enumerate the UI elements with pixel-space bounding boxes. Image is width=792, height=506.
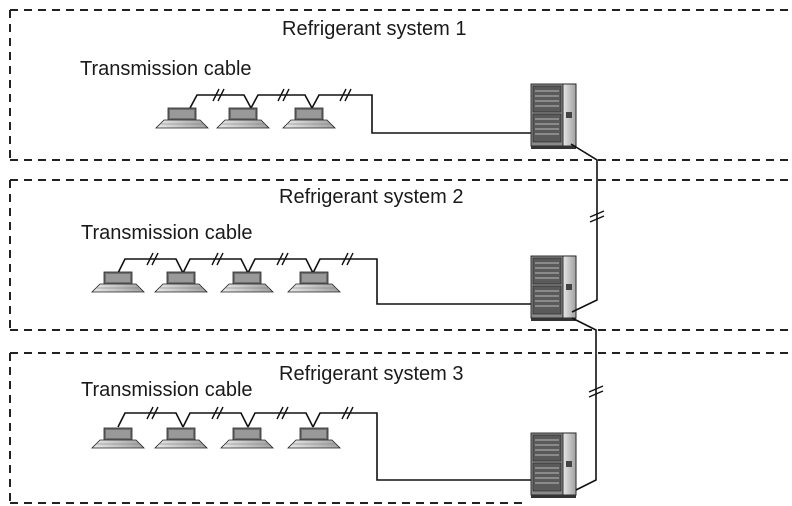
refrigerant-system-1 (9, 9, 788, 161)
refrigerant-system-3 (9, 352, 788, 504)
system-2-indoor-unit-2 (154, 271, 208, 293)
system-2-indoor-unit-3 (220, 271, 274, 293)
system-3-indoor-unit-1 (91, 427, 145, 449)
system-1-title: Refrigerant system 1 (282, 18, 467, 40)
system-1-outdoor-unit (530, 83, 577, 150)
system-1-cable-label: Transmission cable (80, 58, 252, 80)
system-1-cable-break-marks (212, 88, 352, 102)
inter-system-transmission-wiring (570, 143, 605, 491)
link-cable-break-marks (588, 210, 605, 398)
system-3-cable-label: Transmission cable (81, 379, 253, 401)
system-3-indoor-unit-3 (220, 427, 274, 449)
outdoor-link-cable-1-2 (570, 143, 598, 313)
system-3-cable-break-marks (146, 406, 354, 420)
system-1-indoor-unit-1 (155, 107, 209, 129)
system-2-indoor-unit-1 (91, 271, 145, 293)
refrigerant-system-2 (9, 179, 788, 331)
system-2-boundary (9, 179, 788, 331)
system-3-indoor-unit-2 (154, 427, 208, 449)
system-2-title: Refrigerant system 2 (279, 186, 464, 208)
system-3-boundary (9, 352, 788, 504)
system-2-cable-label: Transmission cable (81, 222, 253, 244)
system-2-outdoor-unit (530, 255, 577, 322)
outdoor-link-cable-2-3 (571, 317, 597, 491)
system-2-cable-break-marks (146, 252, 354, 266)
system-3-outdoor-unit (530, 432, 577, 499)
system-3-indoor-unit-4 (287, 427, 341, 449)
system-1-indoor-unit-3 (282, 107, 336, 129)
system-2-indoor-unit-4 (287, 271, 341, 293)
system-1-boundary (9, 9, 788, 161)
system-1-indoor-unit-2 (216, 107, 270, 129)
system-3-title: Refrigerant system 3 (279, 363, 464, 385)
